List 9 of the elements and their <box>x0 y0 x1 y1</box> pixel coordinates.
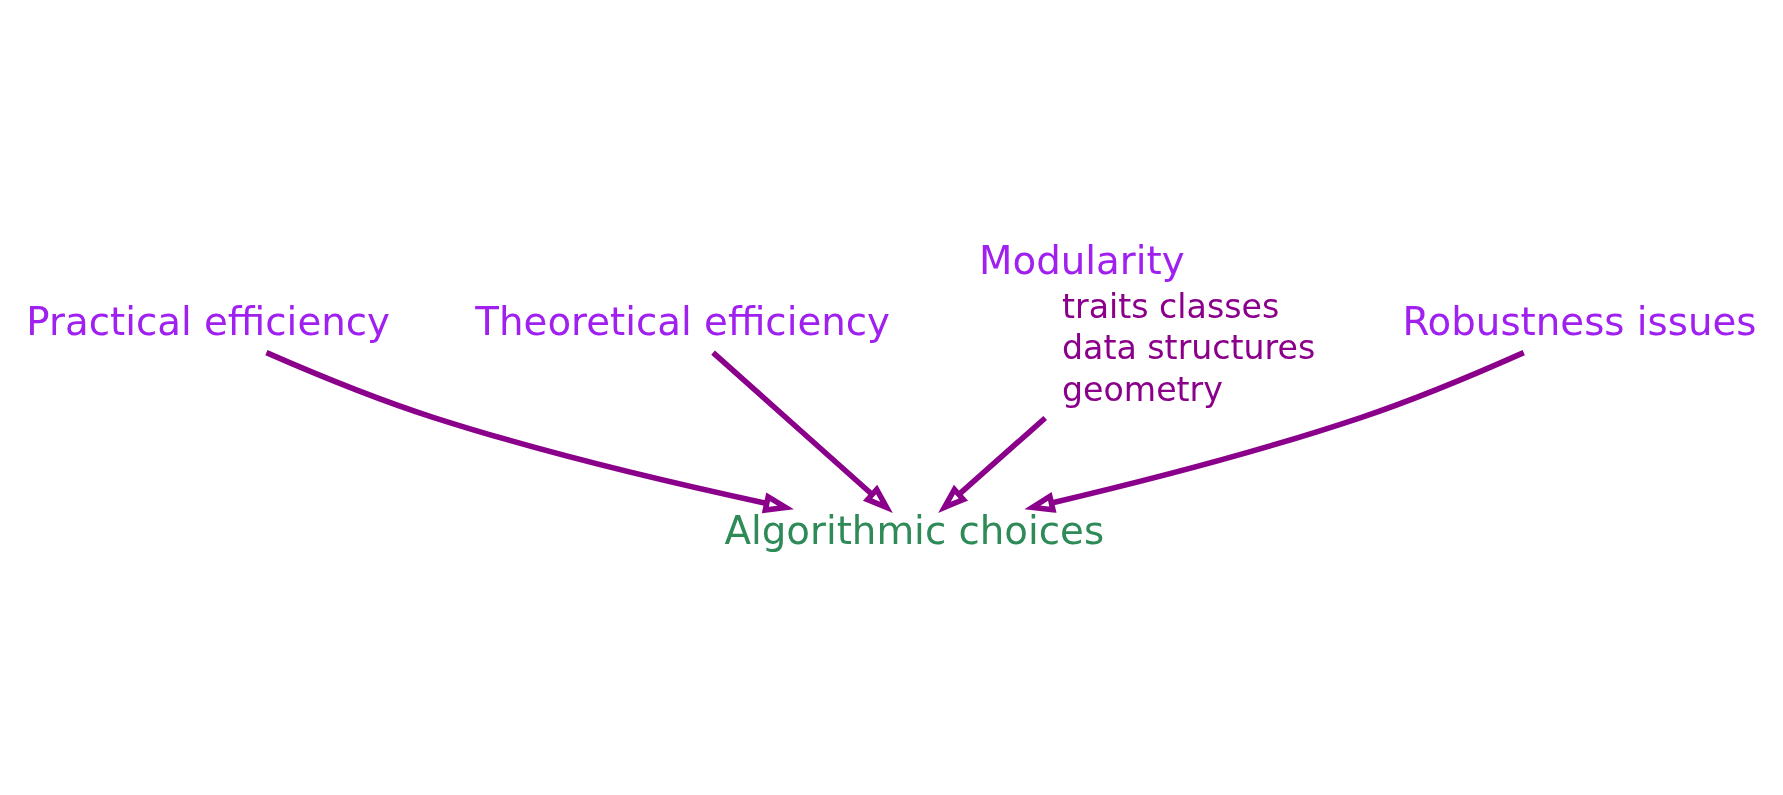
node-text: Algorithmic choices <box>724 508 1105 554</box>
node-text: Theoretical efficiency <box>475 299 890 345</box>
node-text: Robustness issues <box>1402 299 1757 345</box>
arrow <box>1024 350 1525 513</box>
node-text: Modularity traits classes data structures geometry <box>979 237 1316 409</box>
arrow <box>265 350 794 514</box>
arrow <box>711 350 893 513</box>
node-text: Practical efficiency <box>26 299 390 345</box>
arrow <box>938 415 1047 513</box>
